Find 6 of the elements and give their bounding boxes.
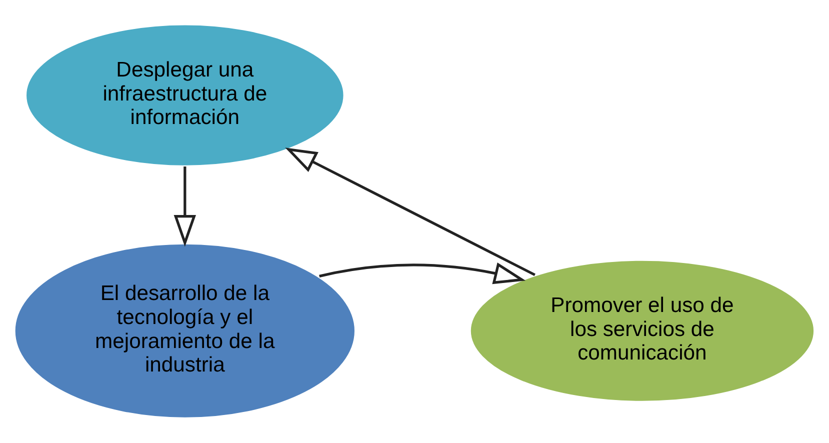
node-ellipse: El desarrollo de la tecnología y el mejoramiento de la industria bbox=[12, 242, 358, 420]
arrow bbox=[174, 166, 196, 247]
node-ellipse: Desplegar una infraestructura de información bbox=[24, 22, 346, 168]
arrow bbox=[285, 148, 536, 276]
arrow bbox=[319, 262, 526, 284]
node-ellipse: Promover el uso de los servicios de comunicación bbox=[468, 258, 816, 404]
